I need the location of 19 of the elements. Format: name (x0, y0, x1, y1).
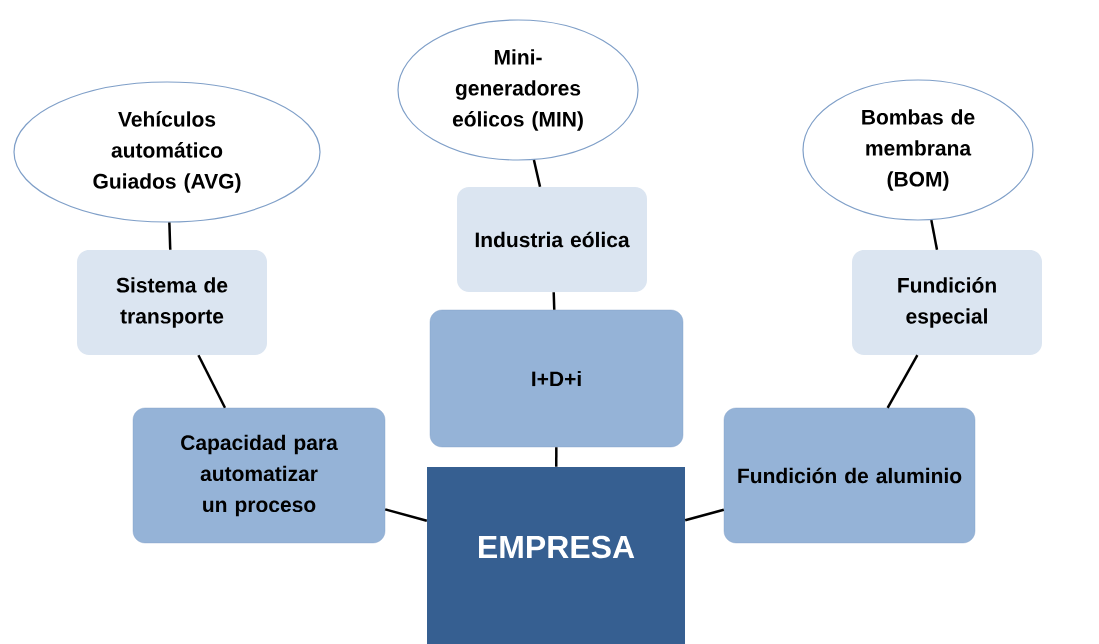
connector-line (886, 354, 919, 409)
company-box: EMPRESA (427, 467, 685, 644)
ellipse-node: Vehículos automático Guiados (AVG) (13, 81, 321, 223)
process-box: I+D+i (429, 309, 684, 448)
process-box: Fundición de aluminio (723, 407, 976, 544)
connector-line (197, 354, 227, 409)
connector-line (684, 508, 725, 522)
topic-box: Fundición especial (852, 250, 1042, 355)
connector-line (552, 292, 556, 310)
connector-line (555, 447, 558, 467)
ellipse-node: Mini-generadores eólicos (MIN) (397, 19, 639, 161)
connector-line (384, 508, 428, 522)
connector-line (532, 159, 542, 188)
process-box: Capacidad para automatizar un proceso (132, 407, 386, 544)
topic-box: Sistema de transporte (77, 250, 267, 355)
connector-line (930, 219, 939, 251)
topic-box: Industria eólica (457, 187, 647, 292)
connector-line (168, 222, 172, 250)
ellipse-node: Bombas de membrana (BOM) (802, 79, 1034, 221)
